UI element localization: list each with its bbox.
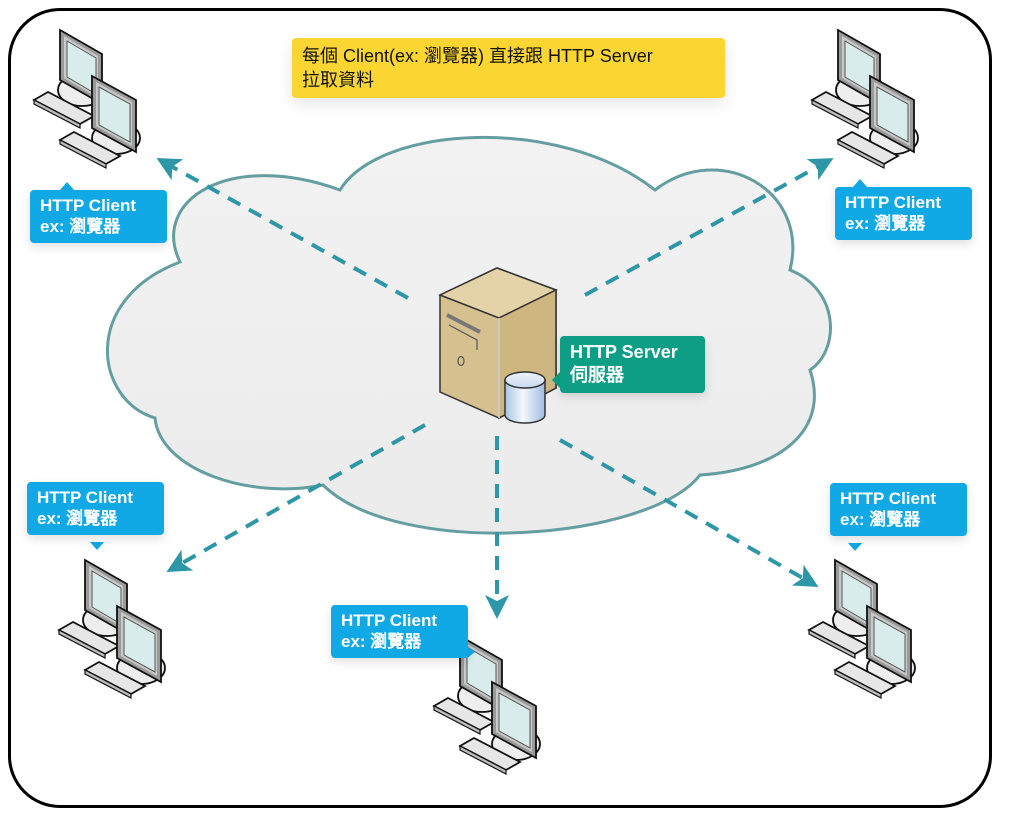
label-tail xyxy=(466,645,475,659)
client-label-bottom-left: HTTP Client ex: 瀏覽器 xyxy=(27,482,164,535)
workstation-icon-bottom-right xyxy=(808,559,916,699)
note-line-1: 每個 Client(ex: 瀏覽器) 直接跟 HTTP Server xyxy=(302,46,653,66)
workstation-icon-bottom-left xyxy=(58,559,166,699)
client-label-line-2: ex: 瀏覽器 xyxy=(840,510,921,529)
connection-arrow-bottom-right xyxy=(559,438,819,587)
connection-arrows xyxy=(156,158,834,619)
client-label-top-right: HTTP Client ex: 瀏覽器 xyxy=(835,187,972,240)
client-label-line-2: ex: 瀏覽器 xyxy=(37,509,118,528)
client-label-bottom-right: HTTP Client ex: 瀏覽器 xyxy=(830,483,967,536)
workstation-icon-top-right xyxy=(811,29,919,169)
label-tail xyxy=(848,543,862,551)
label-tail xyxy=(90,542,104,550)
note-line-2: 拉取資料 xyxy=(302,70,374,90)
connection-arrow-bottom-left xyxy=(166,423,426,572)
description-note: 每個 Client(ex: 瀏覽器) 直接跟 HTTP Server 拉取資料 xyxy=(292,38,725,98)
client-label-line-2: ex: 瀏覽器 xyxy=(341,632,422,651)
server-label-line-2: 伺服器 xyxy=(570,365,624,385)
client-label-line-1: HTTP Client xyxy=(37,488,134,507)
client-label-line-1: HTTP Client xyxy=(40,196,137,215)
client-label-bottom-center: HTTP Client ex: 瀏覽器 xyxy=(331,605,468,658)
client-label-top-left: HTTP Client ex: 瀏覽器 xyxy=(30,190,167,243)
server-label-line-1: HTTP Server xyxy=(570,342,678,362)
workstation-icon-top-left xyxy=(33,29,141,169)
client-label-line-2: ex: 瀏覽器 xyxy=(40,217,121,236)
label-tail xyxy=(853,179,867,187)
client-label-line-1: HTTP Client xyxy=(840,489,937,508)
client-label-line-1: HTTP Client xyxy=(845,193,942,212)
client-label-line-2: ex: 瀏覽器 xyxy=(845,214,926,233)
label-tail xyxy=(60,182,74,190)
label-tail xyxy=(552,372,560,388)
database-icon xyxy=(504,371,546,424)
client-label-line-1: HTTP Client xyxy=(341,611,438,630)
server-label: HTTP Server 伺服器 xyxy=(560,336,705,393)
